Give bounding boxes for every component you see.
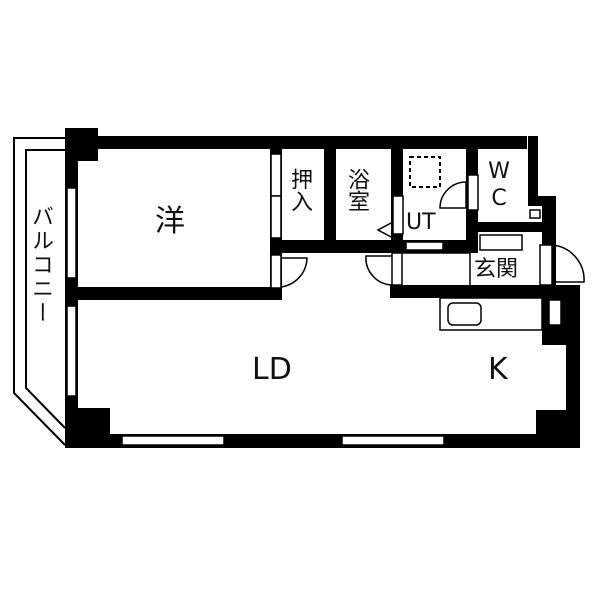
room-label-closet: 押入	[287, 168, 312, 212]
balcony-label: バルコニー	[28, 205, 53, 325]
room-label-western: 洋	[155, 204, 185, 239]
room-label-kitchen: K	[488, 352, 508, 387]
room-label-living-dining: LD	[252, 352, 292, 387]
vent-icon	[409, 156, 441, 188]
door-swings	[280, 181, 585, 288]
room-label-wc: WC	[488, 159, 510, 211]
room-label-bath: 浴室	[344, 168, 369, 212]
room-label-entrance: 玄関	[474, 257, 519, 282]
sink-icon	[447, 302, 482, 326]
balcony-outline	[13, 137, 66, 446]
room-label-utility: UT	[406, 210, 436, 235]
windows	[66, 153, 562, 446]
